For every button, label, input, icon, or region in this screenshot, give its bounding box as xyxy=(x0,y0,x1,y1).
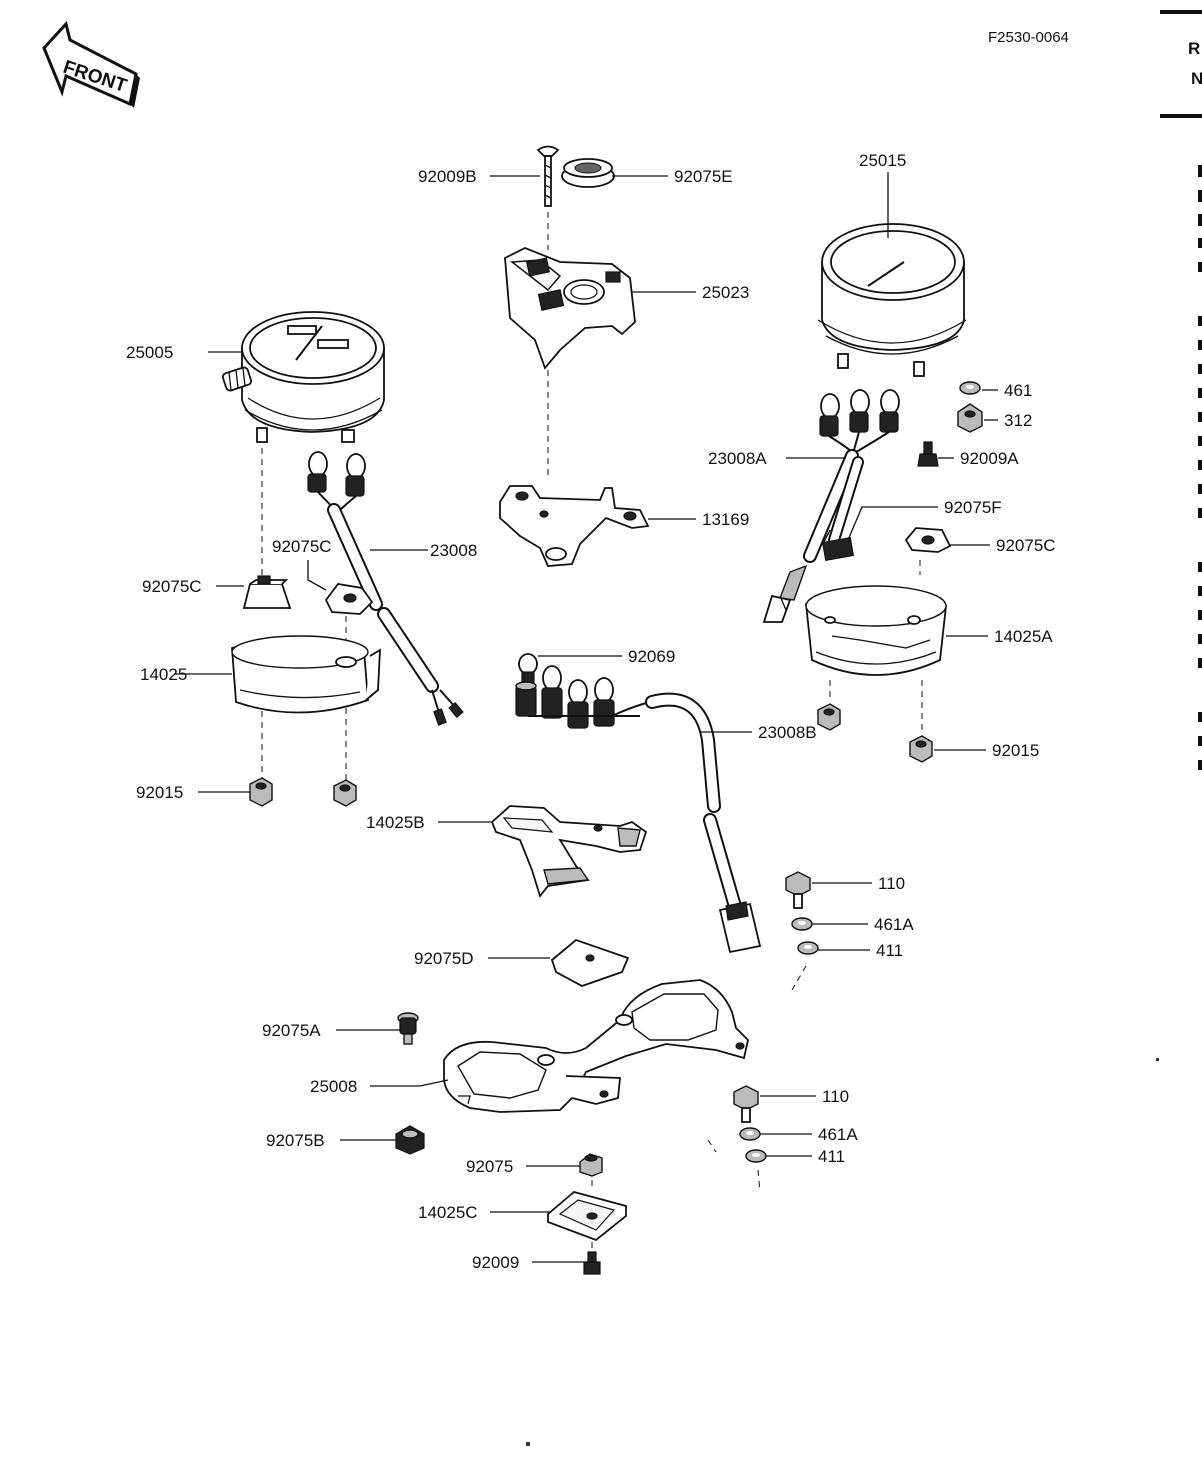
edge-list-marks xyxy=(1198,165,1202,770)
part-label-461a-top: 461A xyxy=(874,915,914,934)
part-label-25005: 25005 xyxy=(126,343,173,362)
grommet-92075-drawing xyxy=(579,1153,603,1177)
bracket-13169-drawing xyxy=(499,485,650,567)
nut-312-drawing xyxy=(957,403,983,433)
grommet-92075b-drawing xyxy=(395,1125,425,1155)
bolt-110-top-drawing xyxy=(785,871,811,909)
meter-25015-drawing xyxy=(817,223,967,377)
nut-92015-right-a-drawing xyxy=(817,703,841,731)
washer-411-top-drawing xyxy=(797,941,819,955)
part-label-312: 312 xyxy=(1004,411,1032,430)
part-label-92075a: 92075A xyxy=(262,1021,321,1040)
part-label-25023: 25023 xyxy=(702,283,749,302)
part-label-411-bottom: 411 xyxy=(818,1147,845,1166)
part-label-92075d: 92075D xyxy=(414,949,474,968)
part-label-14025c: 14025C xyxy=(418,1203,478,1222)
part-label-23008a: 23008A xyxy=(708,449,767,468)
part-label-92009b: 92009B xyxy=(418,167,477,186)
cushion-14025c-drawing xyxy=(547,1191,627,1242)
leader-411-bottom xyxy=(757,1169,761,1193)
rubber-92075c-right-drawing xyxy=(904,527,952,553)
bracket-25008-drawing xyxy=(443,979,749,1113)
case-14025-drawing xyxy=(231,635,381,714)
part-label-23008: 23008 xyxy=(430,541,477,560)
part-label-14025: 14025 xyxy=(140,665,187,684)
bracket-25023-drawing xyxy=(504,247,636,370)
cushion-92075d-drawing xyxy=(550,938,630,987)
washer-461a-top-drawing xyxy=(791,917,813,931)
part-label-92075e: 92075E xyxy=(674,167,733,186)
case-14025a-drawing xyxy=(805,585,947,676)
part-label-92075c-right: 92075C xyxy=(996,536,1056,555)
part-label-461-top: 461 xyxy=(1004,381,1032,400)
figure-code: F2530-0064 xyxy=(988,29,1069,46)
grommet-92075e-drawing xyxy=(561,158,615,188)
bracket-14025b-drawing xyxy=(490,805,648,898)
part-label-92075c-mid: 92075C xyxy=(272,537,332,556)
part-label-411-top: 411 xyxy=(876,941,903,960)
part-label-92009a: 92009A xyxy=(960,449,1019,468)
part-label-110-bottom: 110 xyxy=(822,1087,849,1106)
part-label-14025b: 14025B xyxy=(366,813,425,832)
part-label-92009: 92009 xyxy=(472,1253,519,1272)
screw-92009b-drawing xyxy=(536,145,560,207)
bolt-110-bottom-drawing xyxy=(733,1085,759,1123)
nut-92015-left-drawing xyxy=(249,777,273,807)
leader-bracket-hardware xyxy=(707,1139,717,1153)
part-label-92075c-left: 92075C xyxy=(142,577,202,596)
rubber-92075c-mid-drawing xyxy=(324,583,374,615)
part-label-23008b: 23008B xyxy=(758,723,817,742)
part-label-13169: 13169 xyxy=(702,510,749,529)
screw-92009a-drawing xyxy=(917,441,939,467)
front-arrow-icon: FRONT xyxy=(42,20,140,108)
nut-92015-mid-drawing xyxy=(333,779,357,807)
callout-leaders xyxy=(174,172,998,1263)
screw-92009-drawing xyxy=(583,1251,601,1275)
part-label-92075b: 92075B xyxy=(266,1131,325,1150)
part-label-92075f: 92075F xyxy=(944,498,1002,517)
wiring-23008b-drawing xyxy=(515,665,762,954)
edge-fragment-r: R xyxy=(1188,39,1200,58)
part-label-110-top: 110 xyxy=(878,874,905,893)
part-label-92015-right: 92015 xyxy=(992,741,1039,760)
leader-411-top xyxy=(791,965,807,991)
part-label-92015-left: 92015 xyxy=(136,783,183,802)
rubber-92075c-left-drawing xyxy=(242,575,292,609)
part-label-25008: 25008 xyxy=(310,1077,357,1096)
wiring-23008a-drawing xyxy=(762,389,900,623)
washer-461-top-drawing xyxy=(959,381,981,395)
nut-92015-right-b-drawing xyxy=(909,735,933,763)
part-number-labels: 92009B 92075E 25015 25023 25005 461 312 … xyxy=(126,151,1056,1272)
part-label-14025a: 14025A xyxy=(994,627,1053,646)
bulb-92069-drawing xyxy=(518,653,538,685)
wiring-23008-drawing xyxy=(307,451,464,726)
washer-411-bottom-drawing xyxy=(745,1149,767,1163)
grommet-92075a-drawing xyxy=(397,1012,419,1045)
rubber-92075f-drawing xyxy=(823,529,831,543)
part-label-25015: 25015 xyxy=(859,151,906,170)
edge-fragment-n: N xyxy=(1191,69,1202,88)
washer-461a-bottom-drawing xyxy=(739,1127,761,1141)
print-marks xyxy=(526,1058,1159,1446)
part-label-461a-bottom: 461A xyxy=(818,1125,858,1144)
meter-25005-drawing xyxy=(221,311,385,443)
part-label-92075: 92075 xyxy=(466,1157,513,1176)
part-label-92069: 92069 xyxy=(628,647,675,666)
